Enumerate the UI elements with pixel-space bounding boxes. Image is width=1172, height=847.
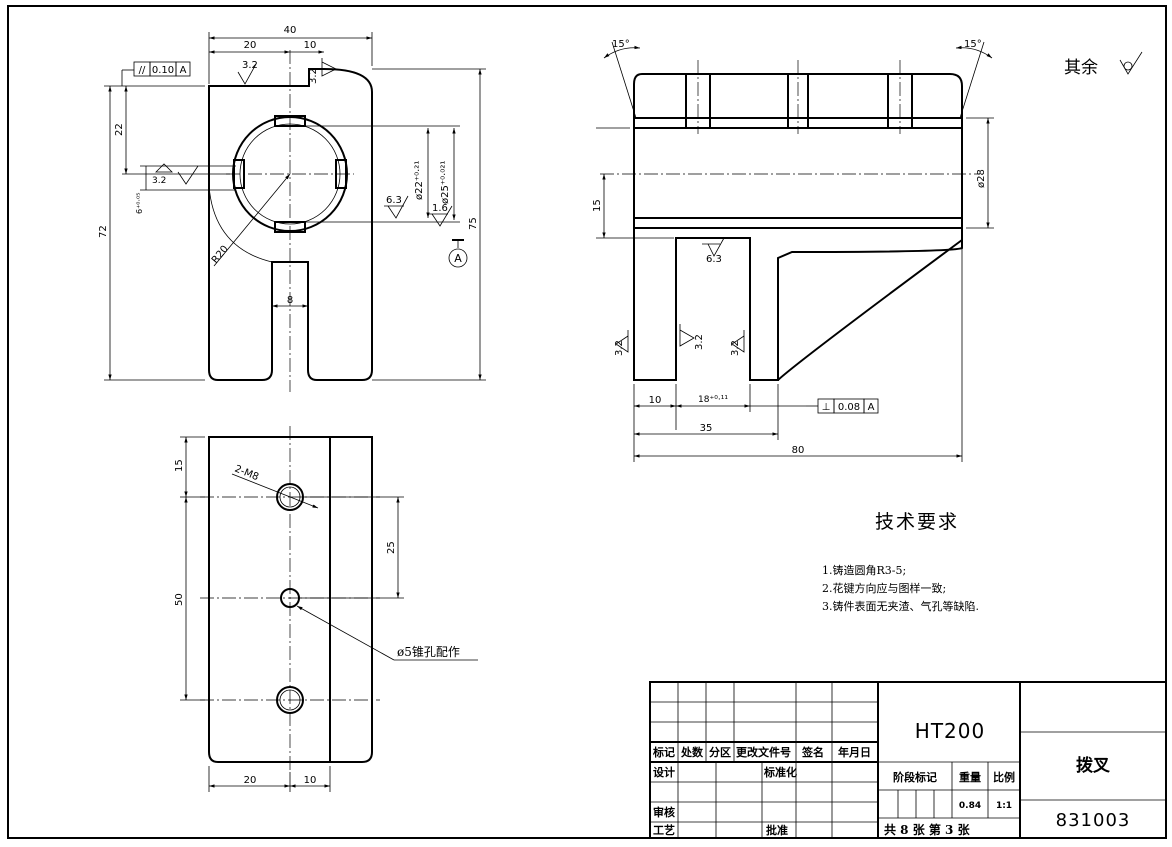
roughness-bore-63 — [387, 195, 409, 219]
dim-75: 75 — [468, 217, 479, 230]
section-bore — [633, 117, 963, 229]
weight-value: 0.84 — [959, 801, 981, 811]
roughness-slot-bottom: 6.3 — [706, 254, 722, 265]
requirement-2: 2.花键方向应与图样一致; — [822, 581, 946, 595]
dim-phi22: ø22⁺⁰·²¹ — [414, 161, 425, 200]
header-zone: 分区 — [709, 745, 731, 759]
boss-fillet-line — [208, 185, 273, 263]
front-view-outline — [208, 68, 373, 381]
header-count: 处数 — [680, 745, 704, 759]
dim-35: 35 — [700, 423, 713, 434]
label-weight: 重量 — [959, 770, 981, 784]
section-view: 15° 15° 15 ø28 6.3 3.2 3.2 3.2 10 18⁺⁰·¹ — [592, 39, 994, 462]
header-mark: 标记 — [652, 745, 675, 759]
angle-15-right: 15° — [964, 39, 982, 50]
label-phi5-taper: ø5锥孔配作 — [397, 645, 460, 659]
dim-20-top: 20 — [244, 40, 257, 51]
roughness-keyway-value: 3.2 — [152, 176, 166, 186]
label-review: 审核 — [653, 805, 675, 819]
top-view: 15 50 25 2-M8 ø5锥孔配作 20 10 — [174, 426, 478, 792]
header-sign: 签名 — [801, 745, 824, 759]
front-view: 40 20 10 3.2 3.2 // 0.10 A 72 22 6⁺⁰·⁰⁵ … — [98, 25, 486, 392]
label-process: 工艺 — [653, 823, 675, 837]
section-sloped-face — [777, 239, 963, 381]
parallel-value: 0.10 — [152, 65, 174, 76]
drawing-number: 831003 — [1056, 810, 1131, 831]
datum-a-label: A — [454, 252, 462, 265]
parallel-ref-cell — [175, 61, 191, 77]
dim-15-section: 15 — [592, 199, 603, 212]
label-scale: 比例 — [993, 770, 1015, 784]
parallel-ref: A — [180, 65, 187, 76]
dim-40: 40 — [284, 25, 297, 36]
requirement-1: 1.铸造圆角R3-5; — [822, 563, 906, 577]
label-approve: 批准 — [766, 823, 788, 837]
roughness-top-right-value: 3.2 — [308, 68, 319, 84]
dim-22: 22 — [114, 123, 125, 136]
parallel-symbol: // — [139, 65, 146, 76]
dim-15-left: 15 — [174, 459, 185, 472]
scale-value: 1:1 — [996, 801, 1012, 811]
sheet-count: 共 8 张 第 3 张 — [884, 822, 971, 837]
title-block: 标记 处数 分区 更改文件号 签名 年月日 设计 标准化 审核 工艺 批准 HT… — [649, 681, 1167, 839]
label-stage-mark: 阶段标记 — [893, 770, 937, 784]
requirement-3: 3.铸件表面无夹渣、气孔等缺陷. — [822, 599, 979, 613]
dim-10-top: 10 — [304, 40, 317, 51]
dim-10-section: 10 — [649, 395, 662, 406]
dim-8: 8 — [287, 295, 293, 306]
dim-phi28: ø28 — [976, 169, 987, 188]
roughness-bore-16-value: 1.6 — [432, 203, 448, 214]
roughness-slot-left: 3.2 — [694, 334, 705, 350]
dim-phi25: ø25⁺⁰·⁰²¹ — [440, 161, 451, 204]
roughness-slot-right: 3.2 — [730, 340, 741, 356]
dim-25: 25 — [386, 541, 397, 554]
roughness-top-value: 3.2 — [242, 60, 258, 71]
roughness-symbol-top-right — [321, 58, 337, 77]
roughness-symbol-top — [237, 63, 257, 85]
header-change-doc: 更改文件号 — [736, 745, 791, 759]
label-2-m8: 2-M8 — [233, 464, 260, 484]
top-view-outline — [208, 436, 373, 763]
roughness-bore-63-value: 6.3 — [386, 195, 402, 206]
part-name: 拨叉 — [1076, 755, 1111, 776]
section-lower-body — [633, 227, 963, 381]
material: HT200 — [915, 719, 985, 743]
rest-roughness-note: 其余 — [1064, 58, 1098, 78]
perp-value: 0.08 — [838, 402, 860, 413]
roughness-bore-16 — [431, 205, 453, 227]
rest-roughness-symbol — [1119, 51, 1143, 75]
header-date: 年月日 — [838, 745, 871, 759]
perp-ref: A — [868, 402, 875, 413]
dim-6: 6⁺⁰·⁰⁵ — [135, 193, 144, 214]
dim-20-bottom: 20 — [244, 775, 257, 786]
roughness-left-face: 3.2 — [614, 340, 625, 356]
requirements-title: 技术要求 — [875, 511, 959, 533]
datum-a-circle — [448, 248, 468, 268]
dim-10-bottom: 10 — [304, 775, 317, 786]
dim-r20: R20 — [210, 244, 231, 266]
label-design: 设计 — [653, 765, 675, 779]
angle-15-left: 15° — [612, 39, 630, 50]
perp-ref-cell — [863, 398, 879, 414]
sheet-border — [7, 5, 1167, 839]
perp-symbol: ⊥ — [822, 402, 831, 413]
dim-72: 72 — [98, 225, 109, 238]
dim-18: 18⁺⁰·¹¹ — [698, 395, 728, 405]
dim-50: 50 — [174, 593, 185, 606]
dim-80: 80 — [792, 445, 805, 456]
roughness-keyway — [155, 163, 173, 173]
label-standardize: 标准化 — [763, 765, 797, 779]
